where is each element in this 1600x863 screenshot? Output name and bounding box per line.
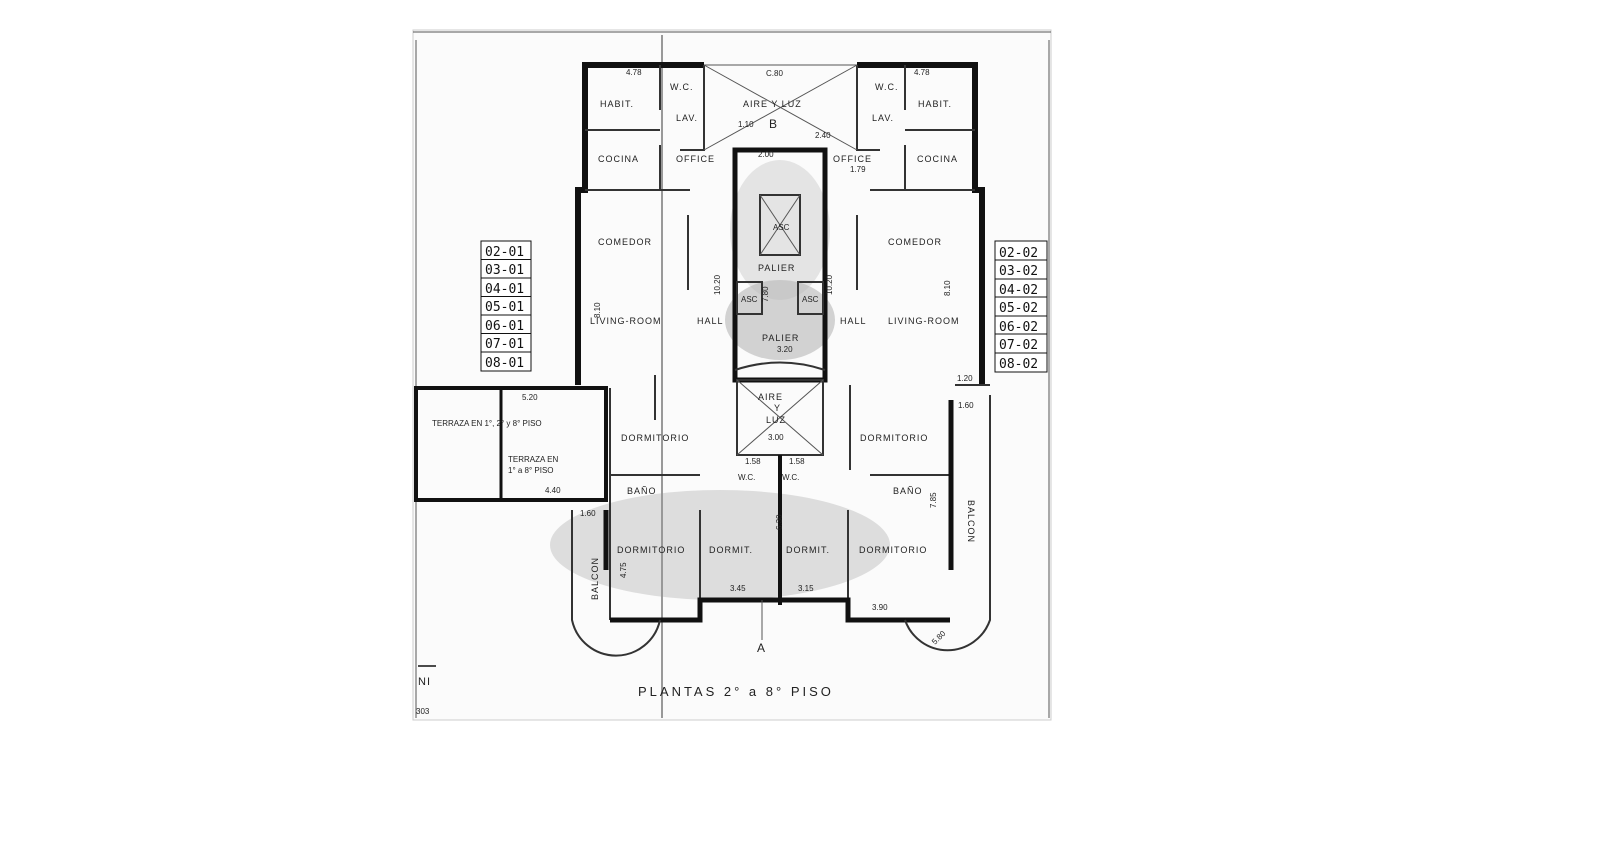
dimension: 1.60	[580, 509, 596, 518]
room-label: PALIER	[762, 333, 799, 343]
unit-label: 02-01	[485, 245, 524, 260]
dimension: 1.58	[789, 457, 805, 466]
dimension: 7.85	[929, 492, 938, 508]
scan-smudge	[550, 490, 890, 600]
dimension: 4.78	[626, 68, 642, 77]
unit-label: 04-02	[999, 283, 1038, 298]
unit-label: 06-02	[999, 320, 1038, 335]
room-label: DORMIT.	[709, 545, 753, 555]
room-label: HALL	[697, 316, 724, 326]
room-label: BALCON	[590, 557, 600, 600]
room-label: LAV.	[676, 113, 698, 123]
dimension: 4.75	[619, 562, 628, 578]
north-mark: NI	[418, 676, 431, 688]
room-label: TERRAZA EN	[508, 455, 558, 464]
room-label: COMEDOR	[598, 237, 652, 247]
unit-label: 02-02	[999, 246, 1038, 261]
room-label: BAÑO	[627, 486, 657, 496]
section-mark-a: A	[757, 641, 766, 655]
unit-label: 04-01	[485, 282, 524, 297]
dimension: 6.30	[775, 514, 784, 530]
unit-label: 03-01	[485, 263, 524, 278]
room-label: HABIT.	[918, 99, 952, 109]
unit-label: 03-02	[999, 264, 1038, 279]
unit-label: 07-02	[999, 338, 1038, 353]
room-label: OFFICE	[833, 154, 872, 164]
room-label: COCINA	[917, 154, 958, 164]
room-label: W.C.	[875, 82, 899, 92]
room-label: W.C.	[670, 82, 694, 92]
plan-title: PLANTAS 2° a 8° PISO	[638, 684, 834, 699]
dimension: 1.58	[745, 457, 761, 466]
unit-label: 05-01	[485, 300, 524, 315]
dimension: 1.20	[957, 374, 973, 383]
room-label: LAV.	[872, 113, 894, 123]
unit-label: 06-01	[485, 319, 524, 334]
room-label: LIVING-ROOM	[590, 316, 662, 326]
dimension: 3.90	[872, 603, 888, 612]
dimension: 4.78	[914, 68, 930, 77]
dimension: 1.10	[738, 120, 754, 129]
dimension: 3.45	[730, 584, 746, 593]
room-label: ASC	[773, 223, 790, 232]
dimension: 8.10	[943, 280, 952, 296]
dimension: 5.20	[522, 393, 538, 402]
unit-label: 08-02	[999, 357, 1038, 372]
dimension: 1.79	[850, 165, 866, 174]
dimension: 4.40	[545, 486, 561, 495]
room-label: DORMIT.	[786, 545, 830, 555]
room-label: DORMITORIO	[617, 545, 685, 555]
dimension-labels: 4.78 4.78 C.80 1.10 2.40 2.00 1.79 8.10 …	[522, 68, 974, 646]
unit-table-left: 02-01 03-01 04-01 05-01 06-01 07-01 08-0…	[480, 240, 532, 372]
room-label: DORMITORIO	[860, 433, 928, 443]
room-label: HABIT.	[600, 99, 634, 109]
dimension: 2.40	[815, 131, 831, 140]
sheet-number: 303	[416, 707, 430, 716]
dimension: 2.00	[758, 150, 774, 159]
room-label: DORMITORIO	[621, 433, 689, 443]
room-label: COMEDOR	[888, 237, 942, 247]
dimension: 3.15	[798, 584, 814, 593]
unit-label: 05-02	[999, 301, 1038, 316]
room-label: 1° a 8° PISO	[508, 466, 554, 475]
unit-label: 08-01	[485, 356, 524, 371]
room-labels: HABIT. HABIT. W.C. W.C. LAV. LAV. COCINA…	[432, 82, 976, 600]
room-label: W.C.	[782, 473, 799, 482]
dimension: 3.20	[777, 345, 793, 354]
unit-table-right: 02-02 03-02 04-02 05-02 06-02 07-02 08-0…	[994, 240, 1048, 373]
room-label: LUZ	[766, 415, 786, 425]
room-label: W.C.	[738, 473, 755, 482]
room-label: TERRAZA EN 1°, 2° y 8° PISO	[432, 419, 542, 428]
room-label: BAÑO	[893, 486, 923, 496]
room-label: COCINA	[598, 154, 639, 164]
room-label: OFFICE	[676, 154, 715, 164]
dimension: C.80	[766, 69, 783, 78]
room-label: AIRE	[758, 392, 783, 402]
scan-sheet	[412, 29, 1052, 721]
dimension: 1.60	[958, 401, 974, 410]
room-label: HALL	[840, 316, 867, 326]
unit-label: 07-01	[485, 337, 524, 352]
room-label: ASC	[802, 295, 819, 304]
room-label: PALIER	[758, 263, 795, 273]
section-mark-b: B	[769, 117, 778, 131]
walls	[414, 62, 991, 657]
room-label: AIRE Y LUZ	[743, 99, 802, 109]
room-label: LIVING-ROOM	[888, 316, 960, 326]
room-label: ASC	[741, 295, 758, 304]
dimension: 10.20	[825, 274, 834, 295]
room-label: DORMITORIO	[859, 545, 927, 555]
room-label: BALCON	[966, 500, 976, 543]
dimension: 7.80	[761, 286, 770, 302]
dimension: 3.00	[768, 433, 784, 442]
dimension: 10.20	[713, 274, 722, 295]
dimension: 8.10	[593, 302, 602, 318]
room-label: Y	[774, 403, 781, 413]
